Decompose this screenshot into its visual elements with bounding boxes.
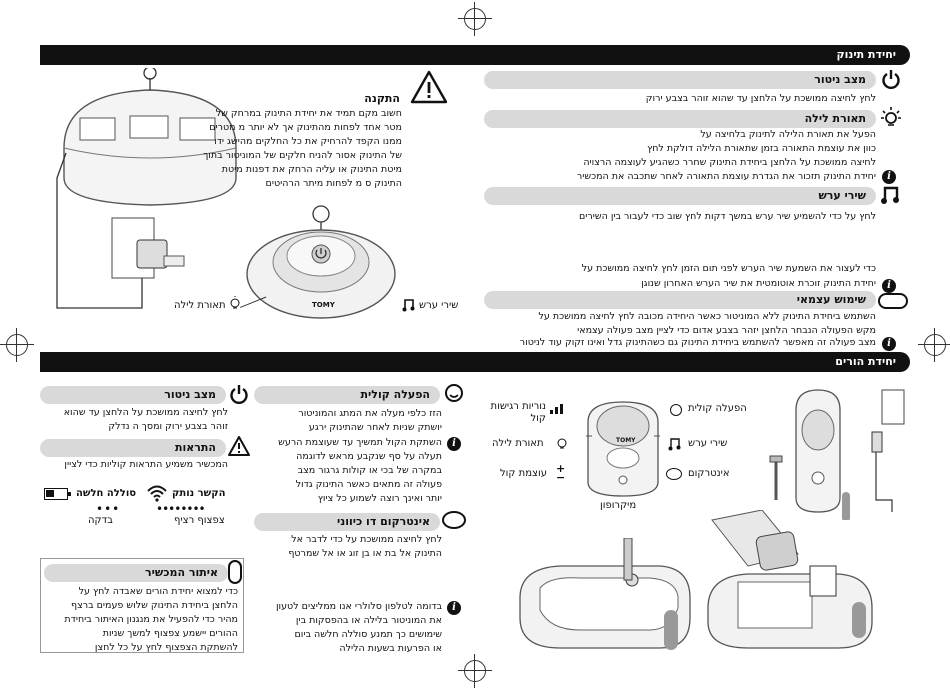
baby-self-use-title: שימוש עצמאי <box>484 291 876 309</box>
installation-body: חשוב מקם תמיד את יחידת התינוק במרחק של מ… <box>203 108 402 189</box>
baby-night-light-body: הפעל את תאורת הלילה לתינוק בלחיצה על כוו… <box>583 129 876 168</box>
parent-unit-battery-illustration <box>707 510 873 649</box>
beep-dots-short: ••• <box>96 502 121 516</box>
baby-self-use-tip: מצב פעולה זה מאפשר להשתמש ביחידת התינוק … <box>519 337 876 348</box>
registration-mark-left <box>0 328 34 362</box>
baby-lullabies-tip: יחידת התינוק זוכרת אוטומטית את שיר הערש … <box>641 278 876 289</box>
baby-lullabies-body: לחץ על כדי להשמיע שיר ערש במשך דקות לחץ … <box>578 211 876 222</box>
low-battery-label: סוללה חלשה <box>76 488 137 499</box>
link-lost-label: הקשר נותק <box>172 488 226 499</box>
parent-voice-activation-body: הזז כלפי מעלה את המתג והמוניטור יושתק שנ… <box>298 408 442 433</box>
music-note-icon <box>668 438 681 451</box>
parent-voice-activation-tip: השתקת הקול תמשיך עד שעוצמת הרעש תעלה על … <box>278 437 442 504</box>
registration-mark-top <box>458 2 492 36</box>
baby-unit-lullabies-label: שירי ערש <box>419 300 459 311</box>
parent-solar-tip: בדומה לטלפון סלולרי אנו ממליצים לטעון את… <box>275 601 442 654</box>
warning-icon <box>228 436 250 456</box>
device-brand-label: TOMY <box>616 437 636 444</box>
info-icon: i <box>447 437 461 451</box>
face-sound-icon <box>670 404 682 416</box>
device-voice-activation-label: הפעלה קולית <box>688 403 747 414</box>
continuous-beep-label: צפצוף רציף <box>174 515 225 526</box>
parent-alerts-title: התראות <box>40 439 226 457</box>
baby-night-light-tip: יחידת התינוק תזכור את הגדרת עוצמת התאורה… <box>576 171 876 182</box>
parent-locator-body: כדי למצוא יחידת הורים שאבדה לחץ על הלחצן… <box>64 586 238 653</box>
oval-button-icon <box>878 293 908 309</box>
device-volume-label: עוצמת קול <box>500 468 547 479</box>
face-sound-icon <box>445 384 463 402</box>
parent-intercom-title: אינטרקום דו כיווני <box>254 513 440 531</box>
signal-icon <box>147 485 167 502</box>
lullaby-music-note-icon <box>881 186 899 204</box>
device-sensitivity-lights-label: נוריות רגישות קול <box>490 401 546 424</box>
intercom-speech-icon <box>666 468 682 480</box>
check-label: בדקה <box>88 515 113 526</box>
parent-alerts-body: המכשיר משמיע התראות קוליות כדי לציין <box>64 459 228 470</box>
warning-icon <box>410 70 448 104</box>
sensitivity-bars-icon <box>550 404 563 414</box>
registration-mark-bottom <box>458 654 492 688</box>
parent-monitor-mode-title: מצב ניטור <box>40 386 226 404</box>
baby-unit-top-illustration <box>246 205 396 319</box>
device-microphone-label: מיקרופון <box>600 500 637 511</box>
parent-unit-header: יחידת הורים <box>40 352 910 372</box>
baby-monitor-mode-body: לחץ לחיצה ממושכת על הלחצן עד שהוא זוהר ב… <box>645 93 876 104</box>
music-note-icon <box>402 299 415 312</box>
baby-self-use-body: השתמש ביחידת התינוק ללא המוניטור כאשר הי… <box>538 311 876 336</box>
baby-unit-brand-label: TOMY <box>312 301 335 309</box>
bulb-icon <box>230 296 240 309</box>
beep-dots-continuous: •••••••• <box>156 502 206 516</box>
power-icon <box>882 70 900 89</box>
device-lullabies-label: שירי ערש <box>688 438 728 449</box>
baby-unit-header: יחידת תינוק <box>40 45 910 65</box>
bulb-icon <box>557 438 567 449</box>
parent-unit-clip-illustration <box>519 538 691 650</box>
night-light-bulb-icon <box>881 107 901 126</box>
baby-unit-night-light-label: תאורת לילה <box>174 300 226 311</box>
baby-unit-underside-illustration <box>56 68 237 309</box>
parent-unit-side-illustration <box>769 389 905 520</box>
volume-plus-minus-icon: +− <box>556 462 566 484</box>
parent-voice-activation-title: הפעלה קולית <box>254 386 440 404</box>
info-icon: i <box>882 337 896 351</box>
installation-title: התקנה <box>364 92 400 105</box>
parent-locator-title: איתור המכשיר <box>44 564 228 582</box>
baby-night-light-title: תאורת לילה <box>484 110 876 128</box>
baby-lullabies-title: שירי ערש <box>484 187 876 205</box>
power-icon <box>230 385 248 404</box>
registration-mark-right <box>918 328 950 362</box>
baby-monitor-mode-title: מצב ניטור <box>484 71 876 89</box>
info-icon: i <box>882 170 896 184</box>
info-icon: i <box>882 279 896 293</box>
battery-icon <box>44 488 71 500</box>
parent-monitor-mode-body: לחץ לחיצה ממושכת על הלחצן עד שהוא זוהר ב… <box>63 407 228 432</box>
baby-lullabies-body2: כדי לעצור את השמעת שיר הערש לפני תום הזמ… <box>581 263 876 274</box>
device-night-light-label: תאורת לילה <box>492 438 544 449</box>
parent-intercom-body: לחץ לחיצה ממושכת על כדי לדבר אל התינוק א… <box>288 534 442 559</box>
locator-oval-icon <box>228 560 242 584</box>
info-icon: i <box>447 601 461 615</box>
intercom-speech-icon <box>442 511 466 529</box>
device-intercom-label: אינטרקום <box>688 468 730 479</box>
parent-unit-front-illustration <box>586 401 660 497</box>
